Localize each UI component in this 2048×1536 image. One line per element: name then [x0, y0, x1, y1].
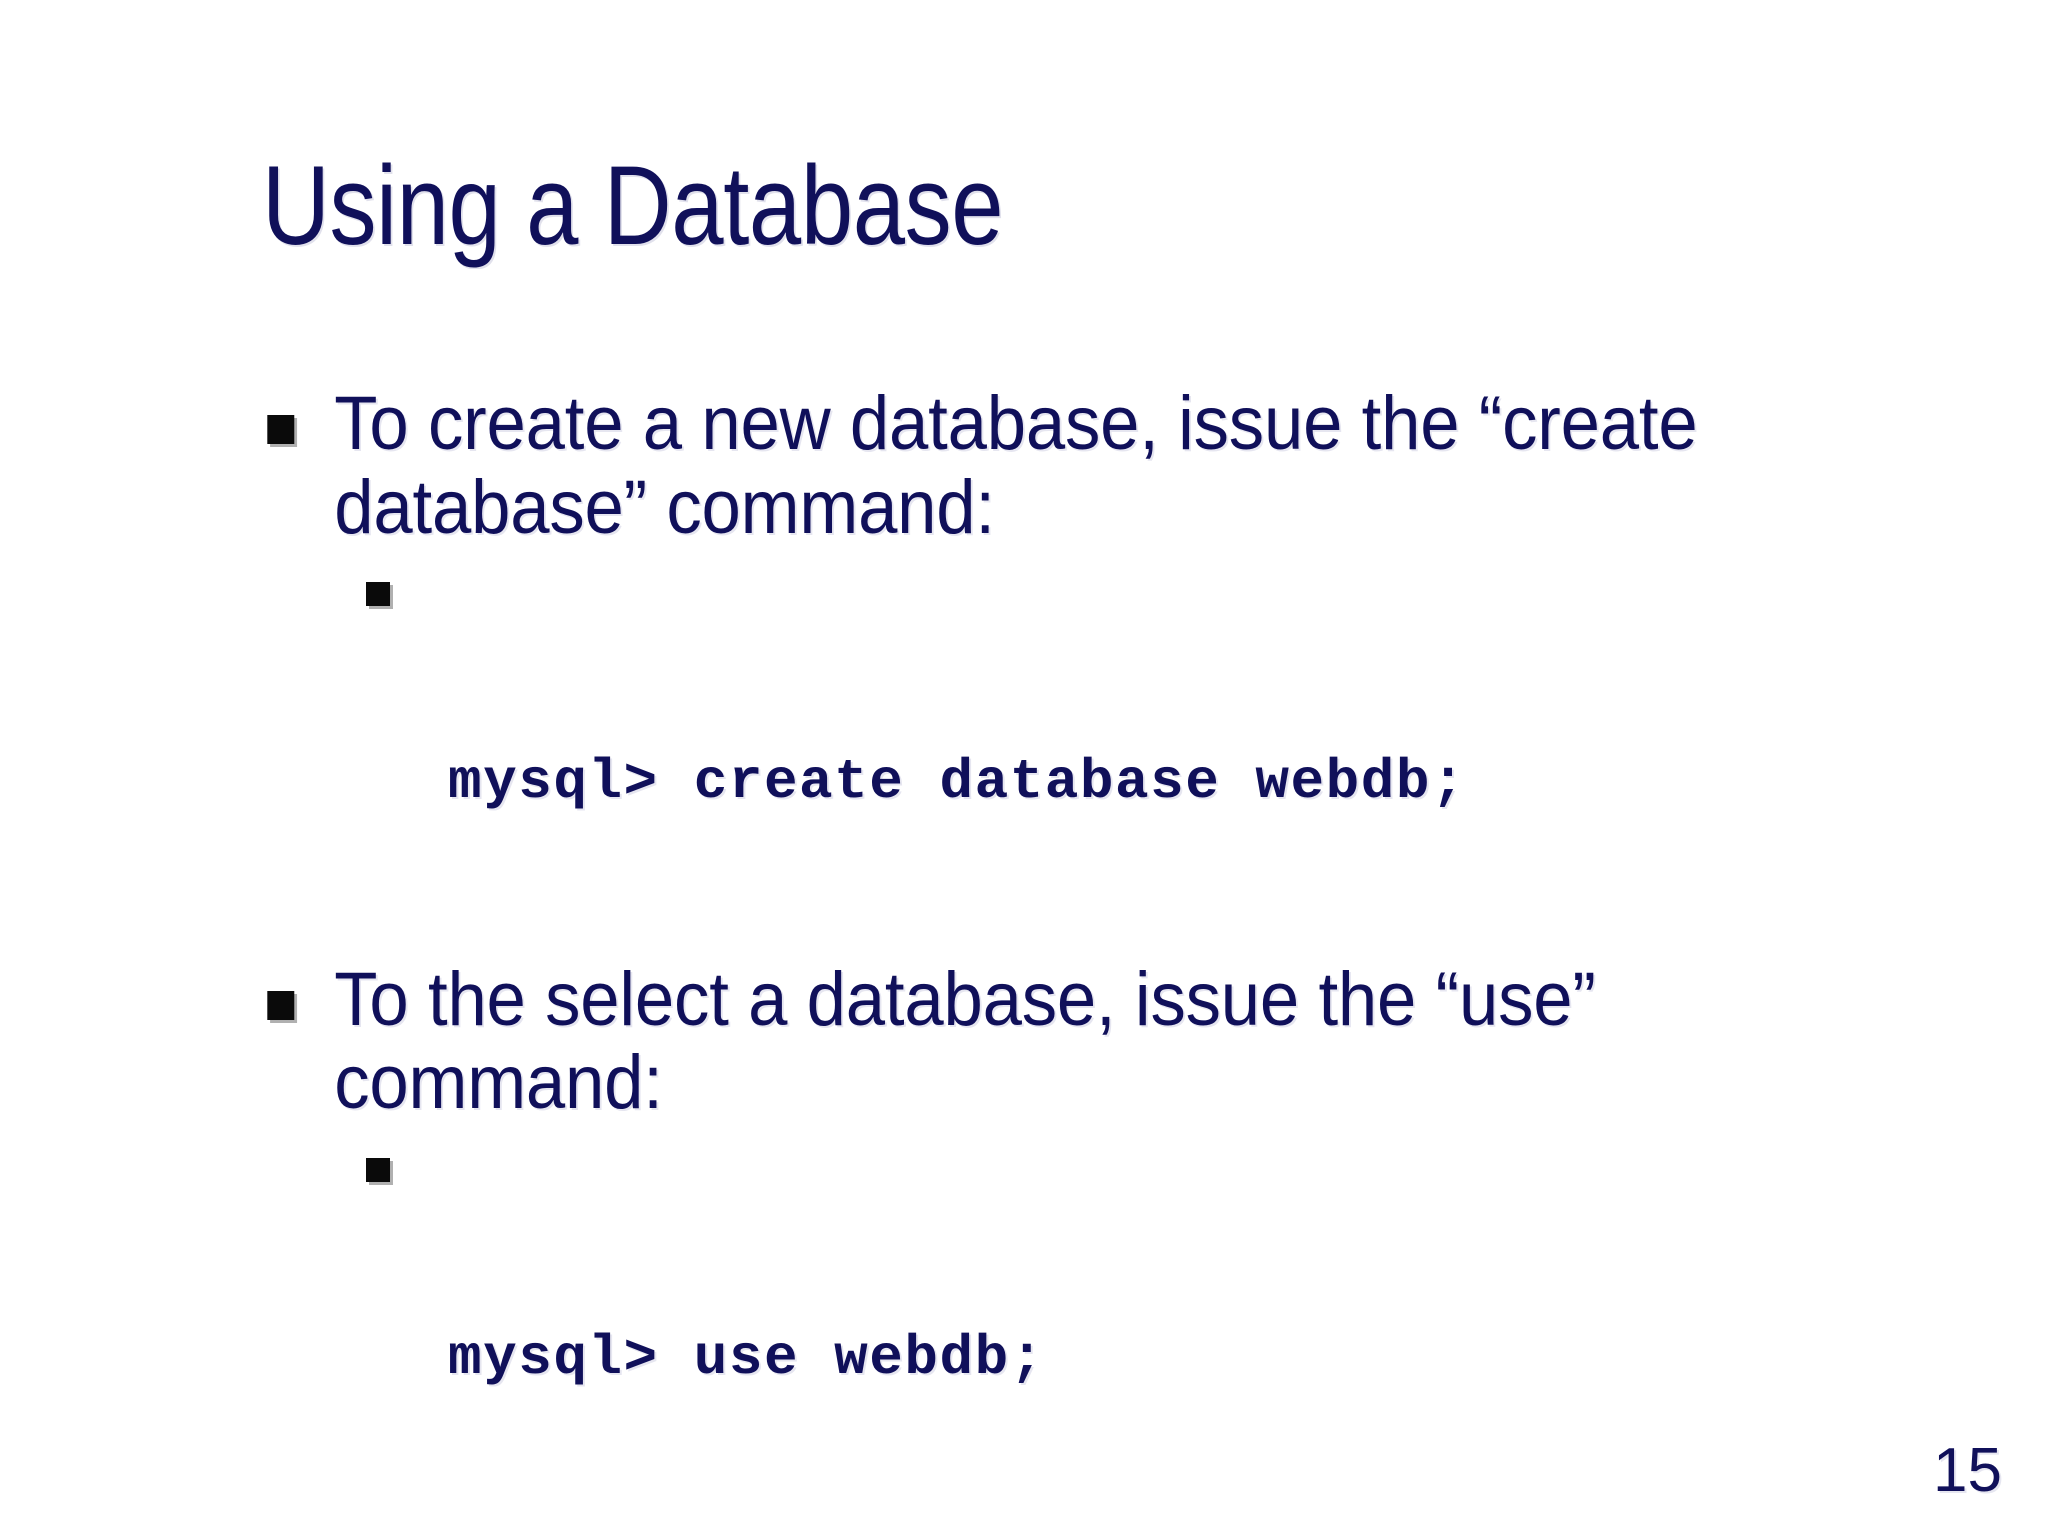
square-bullet-icon	[366, 582, 390, 607]
square-bullet-icon	[267, 990, 295, 1020]
square-bullet-icon	[267, 415, 295, 444]
code-line: mysql> create database webdb;	[448, 750, 1467, 815]
slide-body: To create a new database, issue the “cre…	[258, 382, 1858, 1533]
square-bullet-icon	[366, 1157, 390, 1182]
list-item: To the select a database, issue the “use…	[258, 956, 1746, 1126]
list-item-label: To the select a database, issue the “use…	[334, 956, 1596, 1126]
list-item: To create a new database, issue the “cre…	[258, 382, 1746, 549]
code-line: mysql> use webdb;	[448, 1325, 1045, 1390]
page-title: Using a Database	[262, 143, 1004, 269]
list-item: mysql> use webdb;	[258, 1139, 1858, 1515]
page-number: 15	[1933, 1436, 2002, 1505]
list-item: mysql> create database webdb;	[258, 563, 1858, 939]
list-item-label: To create a new database, issue the “cre…	[334, 381, 1698, 550]
